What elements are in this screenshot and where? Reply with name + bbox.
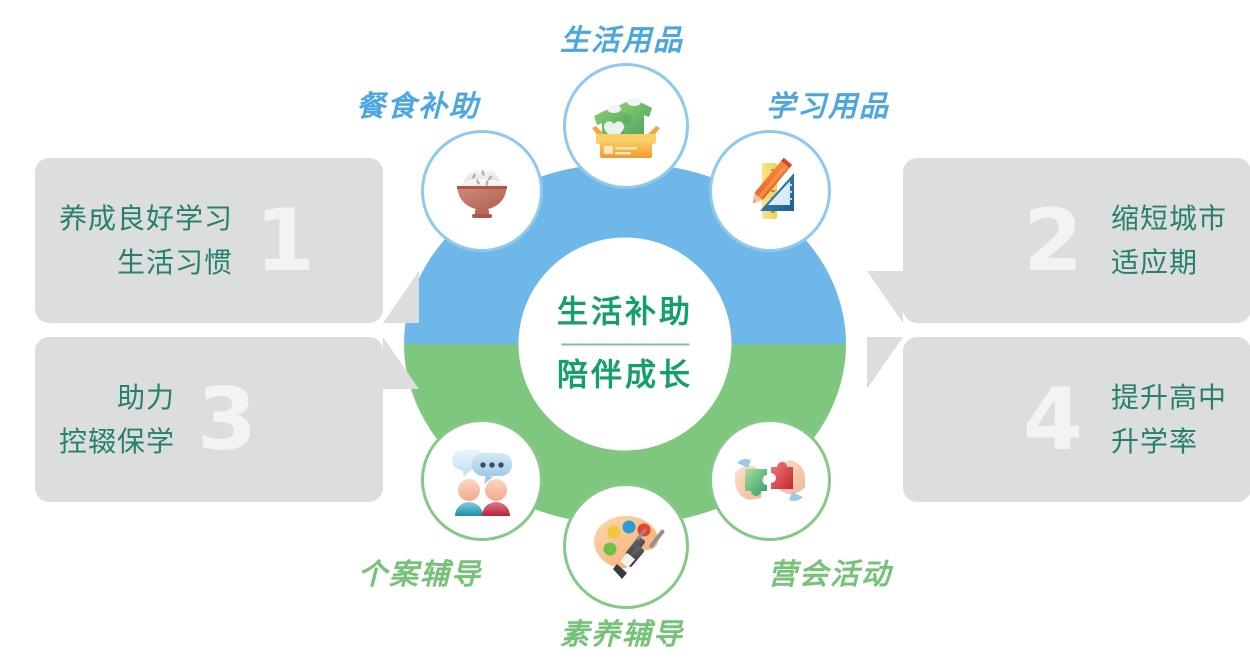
clothing-donation-box-icon <box>584 84 668 168</box>
icon-bubble-quality-tutoring[interactable] <box>563 483 689 609</box>
spoke-label-school-supplies: 学习用品 <box>766 91 891 123</box>
wheel-center-label: 生活补助 陪伴成长 <box>518 237 732 451</box>
icon-bubble-camp-activities[interactable] <box>709 419 831 541</box>
center-title-line-2: 陪伴成长 <box>557 357 693 392</box>
callout-text-4: 提升高中 升学率 <box>1111 376 1227 463</box>
spoke-label-meal-subsidy: 餐食补助 <box>356 91 481 123</box>
spoke-label-camp-activities: 营会活动 <box>768 559 893 591</box>
spoke-label-case-counseling: 个案辅导 <box>358 559 483 591</box>
callout-number-3: 3 <box>197 369 257 470</box>
callout-4-line-1: 提升高中 <box>1110 382 1227 414</box>
callout-text-1: 养成良好学习 生活习惯 <box>59 197 233 284</box>
callout-tail-1 <box>383 271 419 323</box>
callout-number-2: 2 <box>1023 190 1083 291</box>
spoke-label-daily-necessities: 生活用品 <box>560 25 685 57</box>
rice-bowl-icon <box>443 152 521 230</box>
callout-1-line-2: 生活习惯 <box>117 246 234 278</box>
callout-2-line-1: 缩短城市 <box>1110 203 1227 235</box>
icon-bubble-daily-necessities[interactable] <box>563 63 689 189</box>
callout-box-3[interactable]: 助力 控辍保学 3 <box>35 337 419 502</box>
callout-2-line-2: 适应期 <box>1110 246 1198 278</box>
people-speech-bubbles-icon <box>442 440 522 520</box>
callout-number-1: 1 <box>255 190 315 291</box>
hands-puzzle-pieces-icon <box>729 439 811 521</box>
callout-text-2: 缩短城市 适应期 <box>1111 197 1227 284</box>
icon-bubble-school-supplies[interactable] <box>709 130 831 252</box>
callout-tail-3 <box>383 337 419 389</box>
callout-3-line-2: 控辍保学 <box>59 425 176 457</box>
callout-number-4: 4 <box>1023 369 1083 470</box>
icon-bubble-case-counseling[interactable] <box>421 419 543 541</box>
callout-1-line-1: 养成良好学习 <box>59 203 234 235</box>
paint-palette-brush-icon <box>584 504 668 588</box>
icon-bubble-meal-subsidy[interactable] <box>421 130 543 252</box>
center-title-line-1: 生活补助 <box>557 294 693 330</box>
callout-box-1[interactable]: 养成良好学习 生活习惯 1 <box>35 158 419 323</box>
callout-3-line-1: 助力 <box>117 382 176 414</box>
callout-text-3: 助力 控辍保学 <box>59 376 175 463</box>
callout-4-line-2: 升学率 <box>1110 425 1198 457</box>
ruler-pencil-setsquare-icon <box>730 151 810 231</box>
callout-box-4[interactable]: 4 提升高中 升学率 <box>867 337 1250 502</box>
callout-tail-4 <box>867 337 903 389</box>
callout-tail-2 <box>867 271 903 323</box>
center-divider-line <box>561 343 689 345</box>
callout-box-2[interactable]: 2 缩短城市 适应期 <box>867 158 1250 323</box>
spoke-label-quality-tutoring: 素养辅导 <box>560 619 685 651</box>
